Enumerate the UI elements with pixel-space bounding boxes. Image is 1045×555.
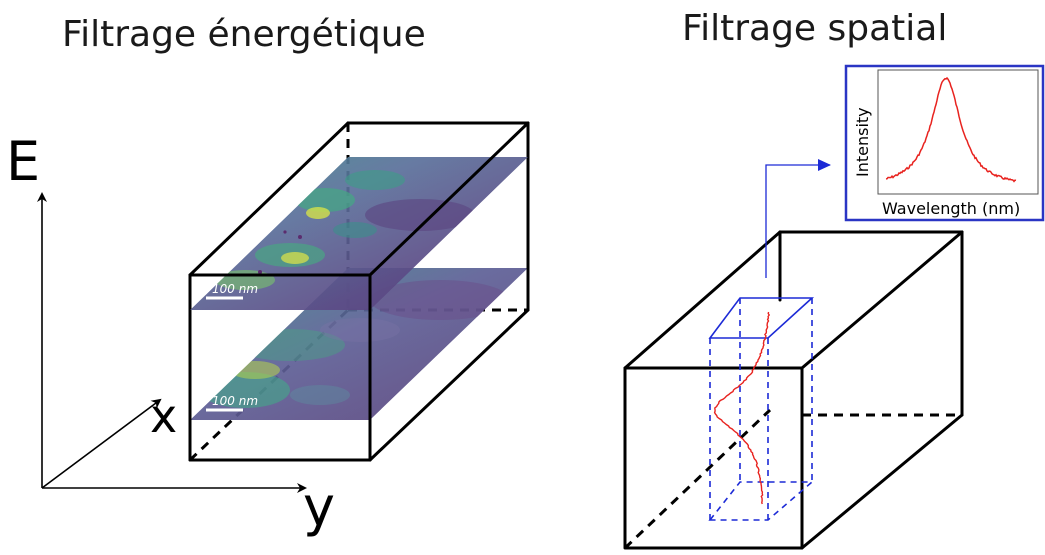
scalebar-bottom-label: 100 nm (212, 394, 258, 408)
spatial-filter-column (708, 297, 815, 521)
left-cube-top-edges (188, 121, 530, 462)
energy-map-top (190, 157, 528, 310)
axes: E x y (6, 130, 335, 538)
energy-map-bottom (190, 268, 528, 420)
filter-top-face (708, 297, 815, 339)
scalebar-bottom: 100 nm (206, 394, 258, 412)
spectrum-curve (885, 76, 1017, 183)
inset-frame (844, 64, 1045, 222)
e-axis-label: E (6, 130, 40, 193)
y-axis-label: y (303, 475, 335, 538)
right-title: Filtrage spatial (682, 8, 947, 49)
inset-ylabel: Intensity (853, 107, 872, 177)
x-axis-label: x (150, 389, 177, 443)
left-cube-front-edges (188, 121, 530, 462)
spectrum-inset: Wavelength (nm) Intensity (844, 64, 1045, 222)
pointer-arrow (765, 159, 831, 278)
right-cube-hidden-edges (623, 408, 962, 550)
left-title: Filtrage énergétique (62, 14, 426, 55)
x-axis (41, 398, 162, 489)
scalebar-top-label: 100 nm (212, 282, 258, 296)
scalebar-top: 100 nm (206, 282, 258, 300)
inset-xlabel: Wavelength (nm) (882, 199, 1020, 218)
right-cube-edges (623, 230, 964, 550)
inset-axes-box (877, 69, 1039, 195)
column-spectrum-curve (713, 311, 771, 505)
